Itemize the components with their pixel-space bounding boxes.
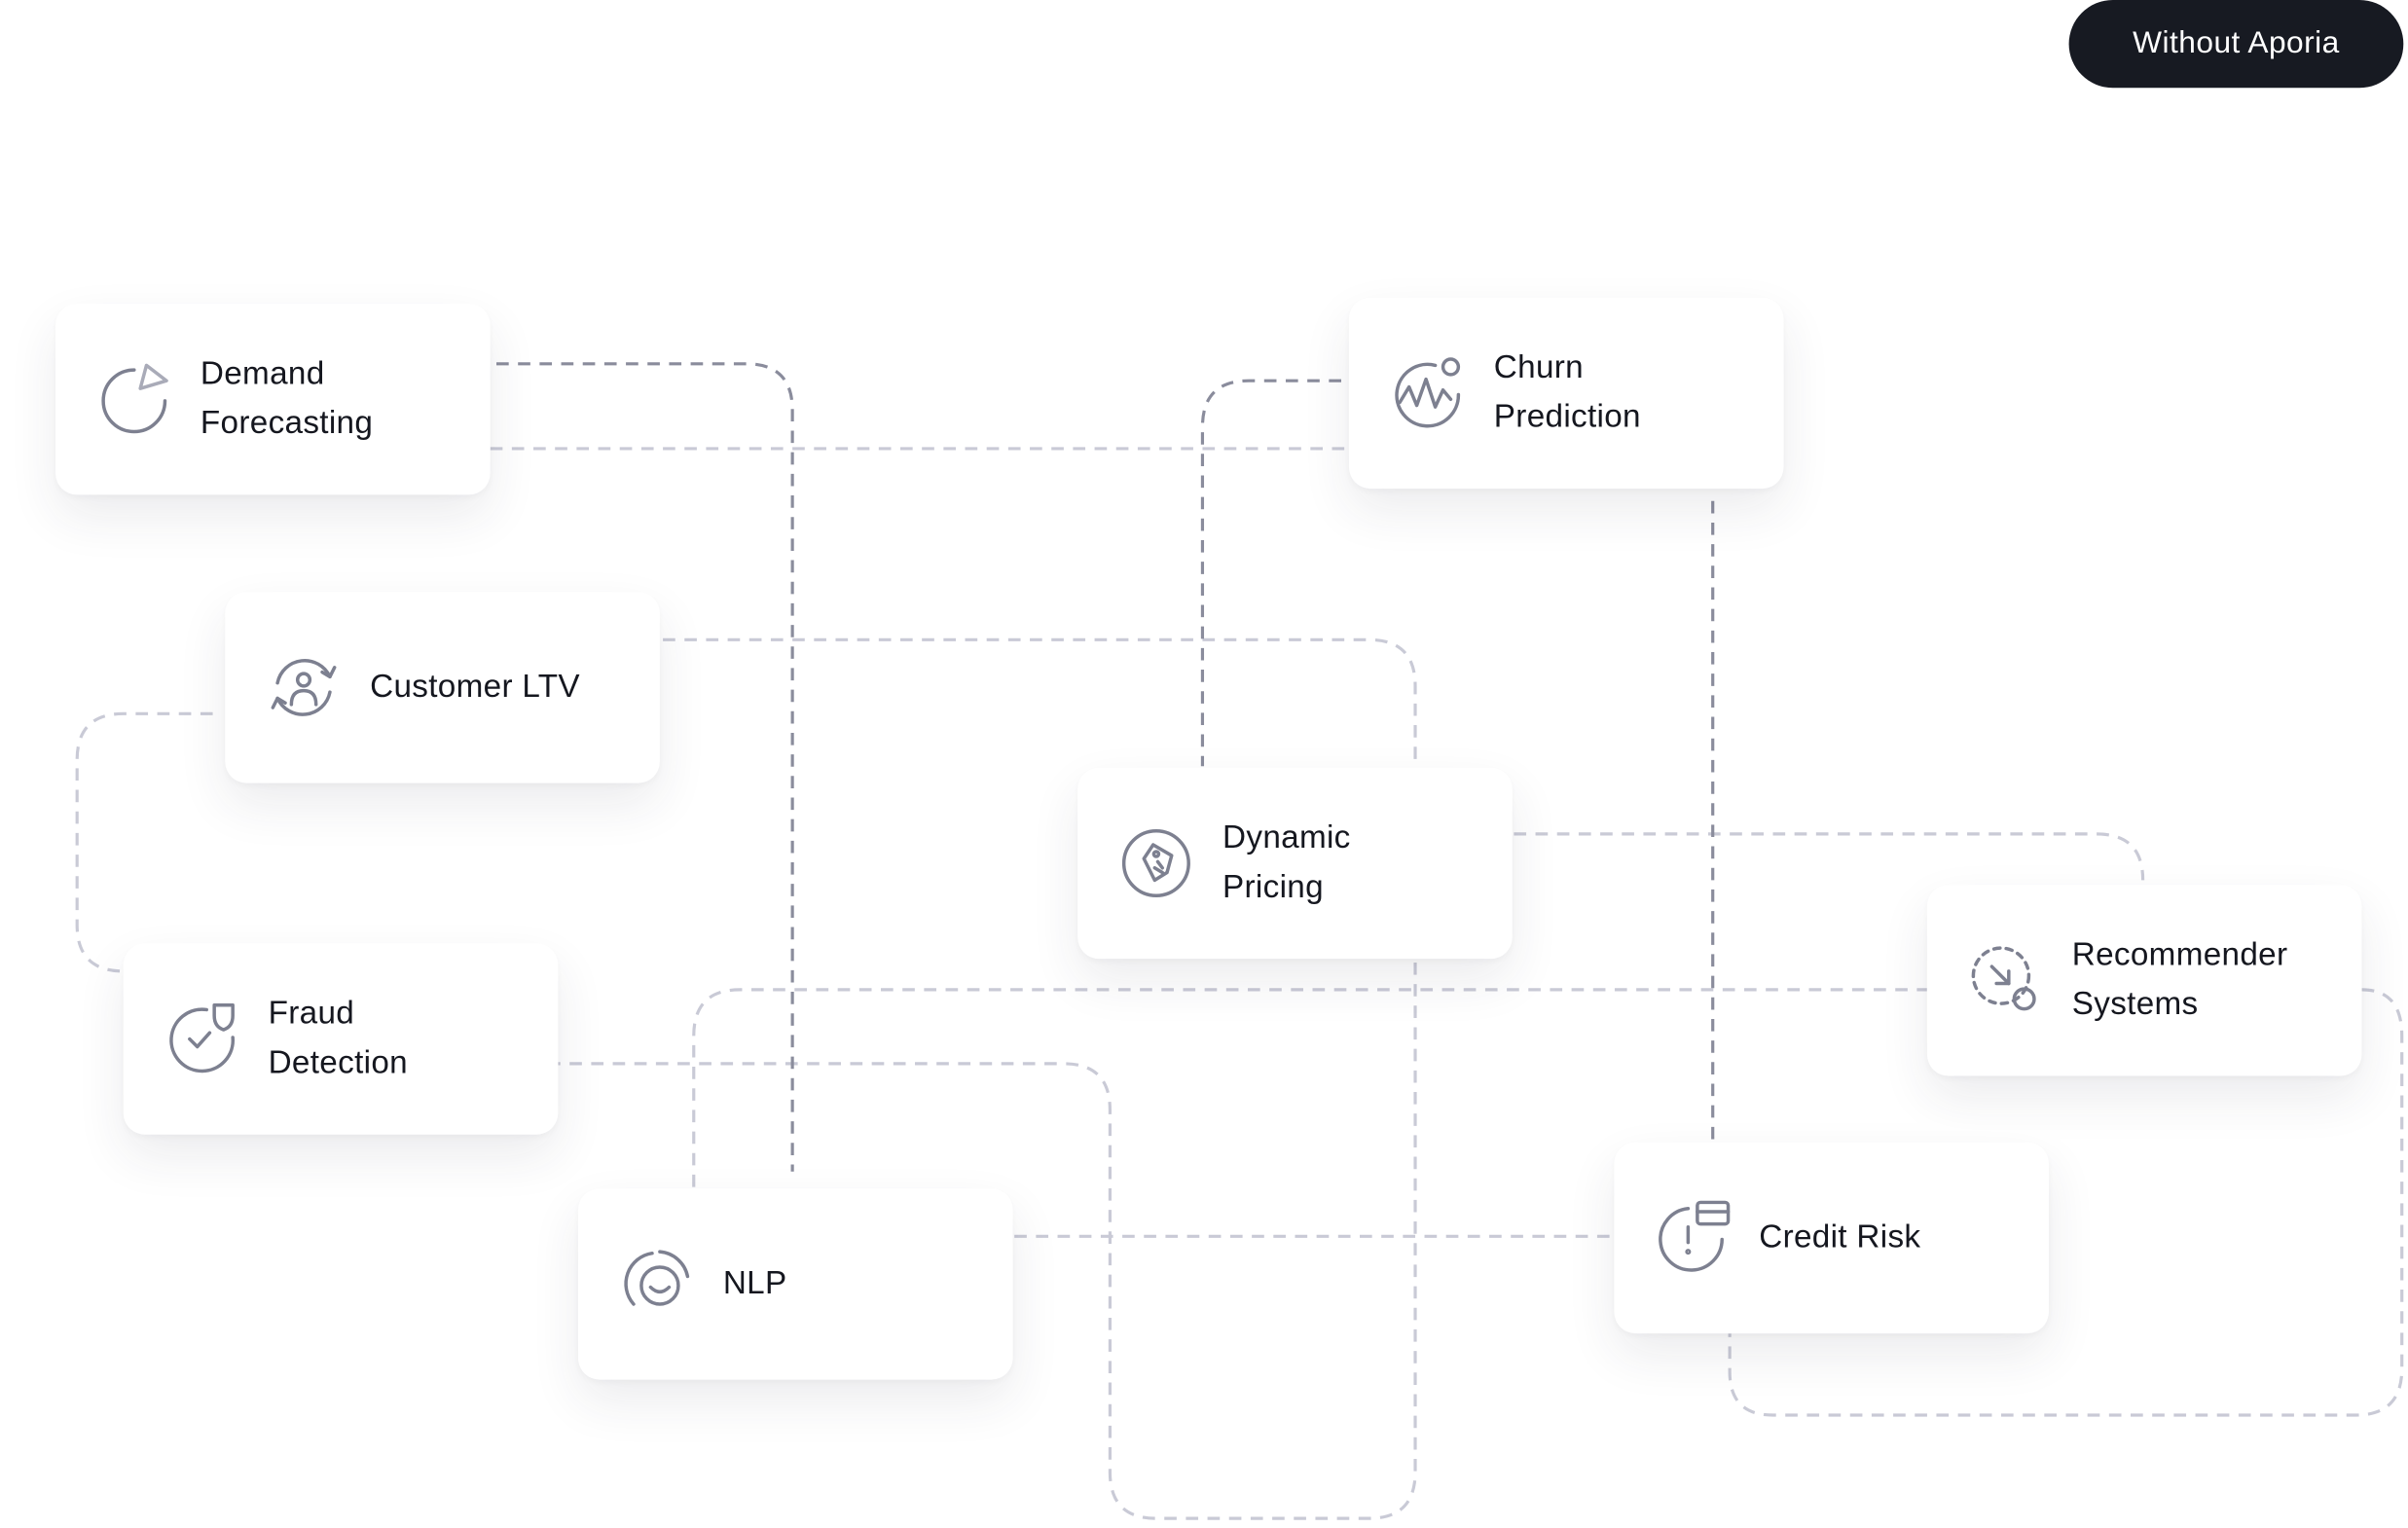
card-label: NLP [722, 1265, 787, 1301]
card-customer-ltv[interactable]: Customer LTV [225, 592, 660, 783]
card-churn-prediction[interactable]: Churn Prediction [1348, 297, 1784, 490]
card-dynamic-pricing[interactable]: Dynamic Pricing [1077, 767, 1513, 960]
without-aporia-button[interactable]: Without Aporia [2068, 0, 2404, 89]
card-label: Dynamic Pricing [1222, 819, 1351, 905]
card-fraud-detection[interactable]: Fraud Detection [123, 943, 559, 1135]
card-label: Churn Prediction [1493, 349, 1641, 435]
credit-card-alert-icon [1655, 1199, 1732, 1276]
card-label: Fraud Detection [268, 996, 408, 1081]
target-arrow-icon [1967, 942, 2044, 1019]
card-nlp[interactable]: NLP [577, 1188, 1013, 1380]
shield-check-icon [164, 1000, 240, 1077]
wave-chart-icon [1389, 354, 1466, 431]
card-credit-risk[interactable]: Credit Risk [1614, 1142, 2050, 1334]
pie-chart-icon [95, 361, 172, 438]
price-tag-icon [1117, 824, 1194, 901]
card-label: Customer LTV [370, 669, 580, 705]
card-label: Recommender Systems [2071, 937, 2288, 1023]
card-label: Demand Forecasting [200, 355, 374, 441]
speech-face-icon [618, 1246, 695, 1323]
card-label: Credit Risk [1759, 1219, 1921, 1255]
user-cycle-icon [265, 649, 342, 726]
card-demand-forecasting[interactable]: Demand Forecasting [55, 304, 491, 495]
card-recommender-systems[interactable]: Recommender Systems [1926, 885, 2362, 1076]
without-aporia-label: Without Aporia [2133, 25, 2340, 60]
